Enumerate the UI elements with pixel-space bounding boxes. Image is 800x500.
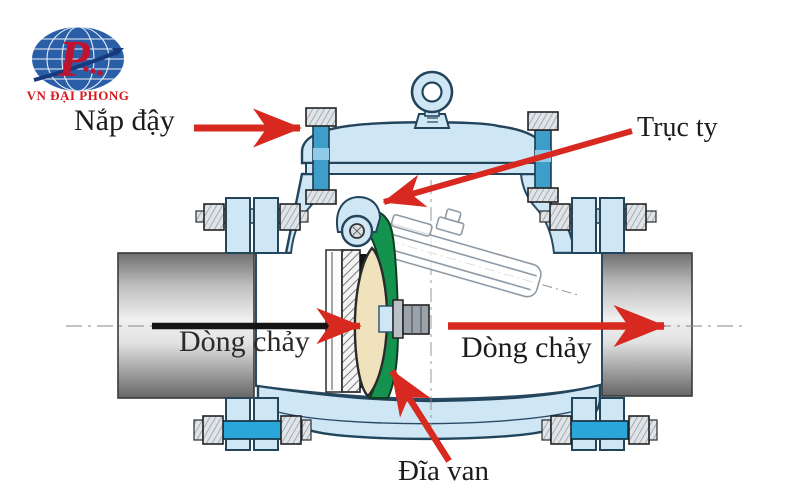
- vn-dai-phong-logo: P: [32, 27, 124, 91]
- bolt-nut: [279, 203, 301, 231]
- outlet-bottom-flange: [541, 397, 658, 451]
- lifting-eye-hole: [421, 81, 443, 103]
- bolt-thread-tip: [541, 419, 552, 441]
- logo-swoosh-tip: [112, 48, 124, 56]
- flange-bolt-blue: [221, 420, 283, 440]
- bolt-thread-tip: [539, 210, 551, 223]
- logo-p-letter: P: [57, 31, 91, 88]
- logo-text: VN ĐẠI PHONG: [26, 88, 130, 103]
- bolt-nut: [550, 415, 572, 445]
- seat-boss: [325, 249, 343, 393]
- label-flow-right: Dòng chảy: [461, 331, 592, 364]
- label-cover: Nắp đậy: [74, 104, 175, 137]
- bolt-nut: [625, 203, 647, 231]
- stud-nut-top: [527, 111, 559, 131]
- disc-open-position-outline: [369, 208, 582, 298]
- outlet-top-flange: [539, 197, 657, 254]
- stud-nut-bottom: [305, 189, 337, 205]
- stud-nut-top: [305, 107, 337, 127]
- valve-disc: [353, 246, 389, 398]
- disc-arrow: [389, 369, 452, 463]
- bolt-nut: [280, 415, 302, 445]
- disc-washer: [392, 299, 404, 339]
- logo-swoosh: [33, 49, 121, 82]
- bolt-nut: [628, 415, 650, 445]
- bonnet-stud-left: [305, 107, 337, 205]
- label-flow-left: Dòng chảy: [179, 325, 310, 358]
- flange-bolt-blue: [569, 420, 629, 440]
- bolt-nut: [202, 415, 224, 445]
- arm-slot: [378, 305, 394, 333]
- disc-assembly: [325, 195, 430, 399]
- inlet-bottom-flange: [193, 397, 312, 451]
- bolt-thread-tip: [645, 210, 657, 223]
- stud-nut-bottom: [527, 187, 559, 203]
- label-stem: Trục ty: [637, 112, 718, 143]
- disc-nut: [402, 304, 430, 335]
- inlet-top-flange: [195, 197, 309, 254]
- annotations: [152, 108, 667, 463]
- bonnet-cover: [300, 70, 559, 205]
- bolt-thread-tip: [301, 419, 312, 441]
- bolt-nut: [203, 203, 225, 231]
- stem-arrow: [382, 128, 633, 208]
- bonnet-stud-right: [527, 111, 559, 203]
- bolt-nut: [549, 203, 571, 231]
- bolt-thread-tip: [193, 419, 204, 441]
- label-disc: Đĩa van: [398, 455, 489, 487]
